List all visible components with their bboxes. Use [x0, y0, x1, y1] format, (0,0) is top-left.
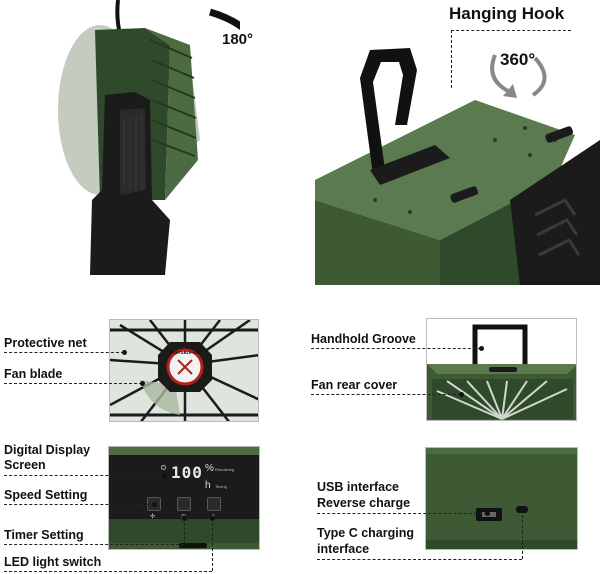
display-hour-sign: h	[205, 480, 211, 491]
hanging-hook-title: Hanging Hook	[449, 4, 565, 23]
fan-blade-label: Fan blade	[4, 367, 63, 381]
timer-setting-label: Timer Setting	[4, 528, 84, 542]
fan-front-panel: PORTABLE FAN	[109, 319, 259, 422]
speed-setting-label: Speed Setting	[4, 488, 88, 502]
digital-display-label-line1: Digital Display	[4, 443, 91, 457]
led-button[interactable]	[207, 497, 221, 511]
usb-interface-label-line2: Reverse charge	[317, 496, 411, 510]
display-timing-label: Timing	[215, 484, 227, 489]
handhold-groove-label: Handhold Groove	[311, 332, 416, 346]
led-light-switch-label: LED light switch	[4, 555, 102, 569]
timer-button[interactable]	[177, 497, 191, 511]
fan-speed-icon: ✣	[150, 514, 156, 520]
display-indicator-dot	[161, 465, 166, 470]
fan-rear-panel	[426, 318, 577, 421]
side-view-illustration: 180°	[40, 0, 253, 285]
protective-net-label: Protective net	[4, 336, 87, 350]
usb-interface-label-line1: USB interface	[317, 480, 399, 494]
hanging-hook-illustration: 360°	[315, 40, 600, 285]
fan-badge-text: PORTABLE FAN	[170, 350, 201, 355]
rotation-360-label: 360°	[500, 50, 536, 69]
fan-rear-cover-label: Fan rear cover	[311, 378, 398, 392]
digital-display-label-line2: Screen	[4, 458, 46, 472]
type-c-label-line1: Type C charging	[317, 526, 415, 540]
type-c-label-line2: interface	[317, 542, 370, 556]
ports-panel-illustration	[425, 447, 578, 550]
display-percent-sign: %	[205, 463, 214, 474]
rotation-180-label: 180°	[222, 31, 254, 48]
display-readout: 100	[171, 463, 203, 482]
display-remaining-label: Remaining	[215, 467, 235, 472]
